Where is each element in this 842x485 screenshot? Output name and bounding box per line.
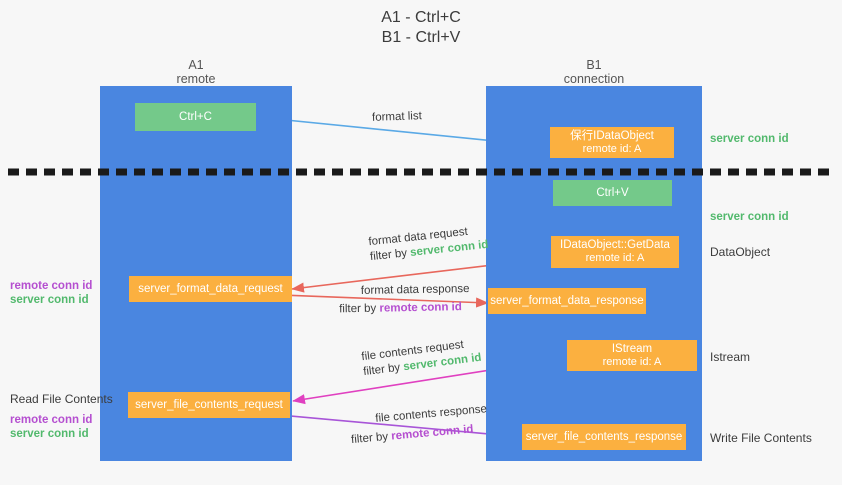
- column-header-b1-sub: connection: [563, 72, 625, 86]
- note-left-server-conn-id-top: server conn id: [10, 294, 89, 306]
- box-server-format-data-request-label: server_format_data_request: [138, 282, 283, 295]
- box-server-file-contents-request-label: server_file_contents_request: [135, 398, 283, 411]
- box-server-file-contents-response[interactable]: server_file_contents_response: [522, 424, 686, 450]
- note-server-conn-id-mid: server conn id: [710, 210, 789, 224]
- box-istream-line1: IStream: [611, 342, 653, 355]
- page-title: A1 - Ctrl+C B1 - Ctrl+V: [0, 8, 842, 48]
- note-left-conn-ids-top: remote conn id server conn id: [10, 279, 92, 307]
- box-istream-line2: remote id: A: [602, 355, 662, 368]
- column-header-b1-name: B1: [586, 58, 602, 72]
- column-header-b1: B1 connection: [486, 58, 702, 86]
- note-left-server-conn-id-bottom: server conn id: [10, 428, 89, 440]
- box-getdata[interactable]: IDataObject::GetData remote id: A: [551, 236, 679, 268]
- box-idataobject-line2: remote id: A: [582, 142, 642, 155]
- note-istream-text: Istream: [710, 350, 751, 364]
- note-write-file-contents: Write File Contents: [710, 431, 812, 445]
- note-read-file-contents: Read File Contents: [10, 392, 113, 406]
- box-server-file-contents-response-label: server_file_contents_response: [525, 430, 683, 443]
- note-left-remote-conn-id-top: remote conn id: [10, 280, 93, 292]
- note-left-remote-conn-id-bottom: remote conn id: [10, 414, 93, 426]
- note-dataobject-text: DataObject: [710, 245, 771, 259]
- box-istream[interactable]: IStream remote id: A: [567, 340, 697, 371]
- column-header-a1-sub: remote: [176, 72, 216, 86]
- box-ctrl-v[interactable]: Ctrl+V: [553, 180, 672, 206]
- note-istream: Istream: [710, 350, 750, 364]
- box-ctrl-c-label: Ctrl+C: [179, 110, 212, 123]
- box-server-file-contents-request[interactable]: server_file_contents_request: [128, 392, 290, 418]
- box-getdata-line2: remote id: A: [585, 252, 645, 264]
- box-server-format-data-request[interactable]: server_format_data_request: [129, 276, 292, 302]
- box-ctrl-c[interactable]: Ctrl+C: [135, 103, 256, 131]
- note-server-conn-id-top: server conn id: [710, 132, 789, 146]
- box-getdata-line1: IDataObject::GetData: [560, 239, 670, 251]
- title-line-2: B1 - Ctrl+V: [381, 29, 461, 46]
- box-idataobject-line1: 保行IDataObject: [570, 129, 654, 142]
- column-header-a1-name: A1: [188, 58, 204, 72]
- note-server-conn-id-top-text: server conn id: [710, 133, 789, 145]
- box-server-format-data-response[interactable]: server_format_data_response: [488, 288, 646, 314]
- box-idataobject[interactable]: 保行IDataObject remote id: A: [550, 127, 674, 158]
- box-ctrl-v-label: Ctrl+V: [596, 186, 629, 199]
- note-read-file-contents-text: Read File Contents: [10, 392, 113, 406]
- note-dataobject: DataObject: [710, 245, 770, 259]
- box-server-format-data-response-label: server_format_data_response: [490, 294, 644, 307]
- note-write-file-contents-text: Write File Contents: [710, 431, 812, 445]
- column-header-a1: A1 remote: [100, 58, 292, 86]
- title-line-1: A1 - Ctrl+C: [381, 9, 461, 26]
- note-server-conn-id-mid-text: server conn id: [710, 211, 789, 223]
- note-left-conn-ids-bottom: remote conn id server conn id: [10, 413, 92, 441]
